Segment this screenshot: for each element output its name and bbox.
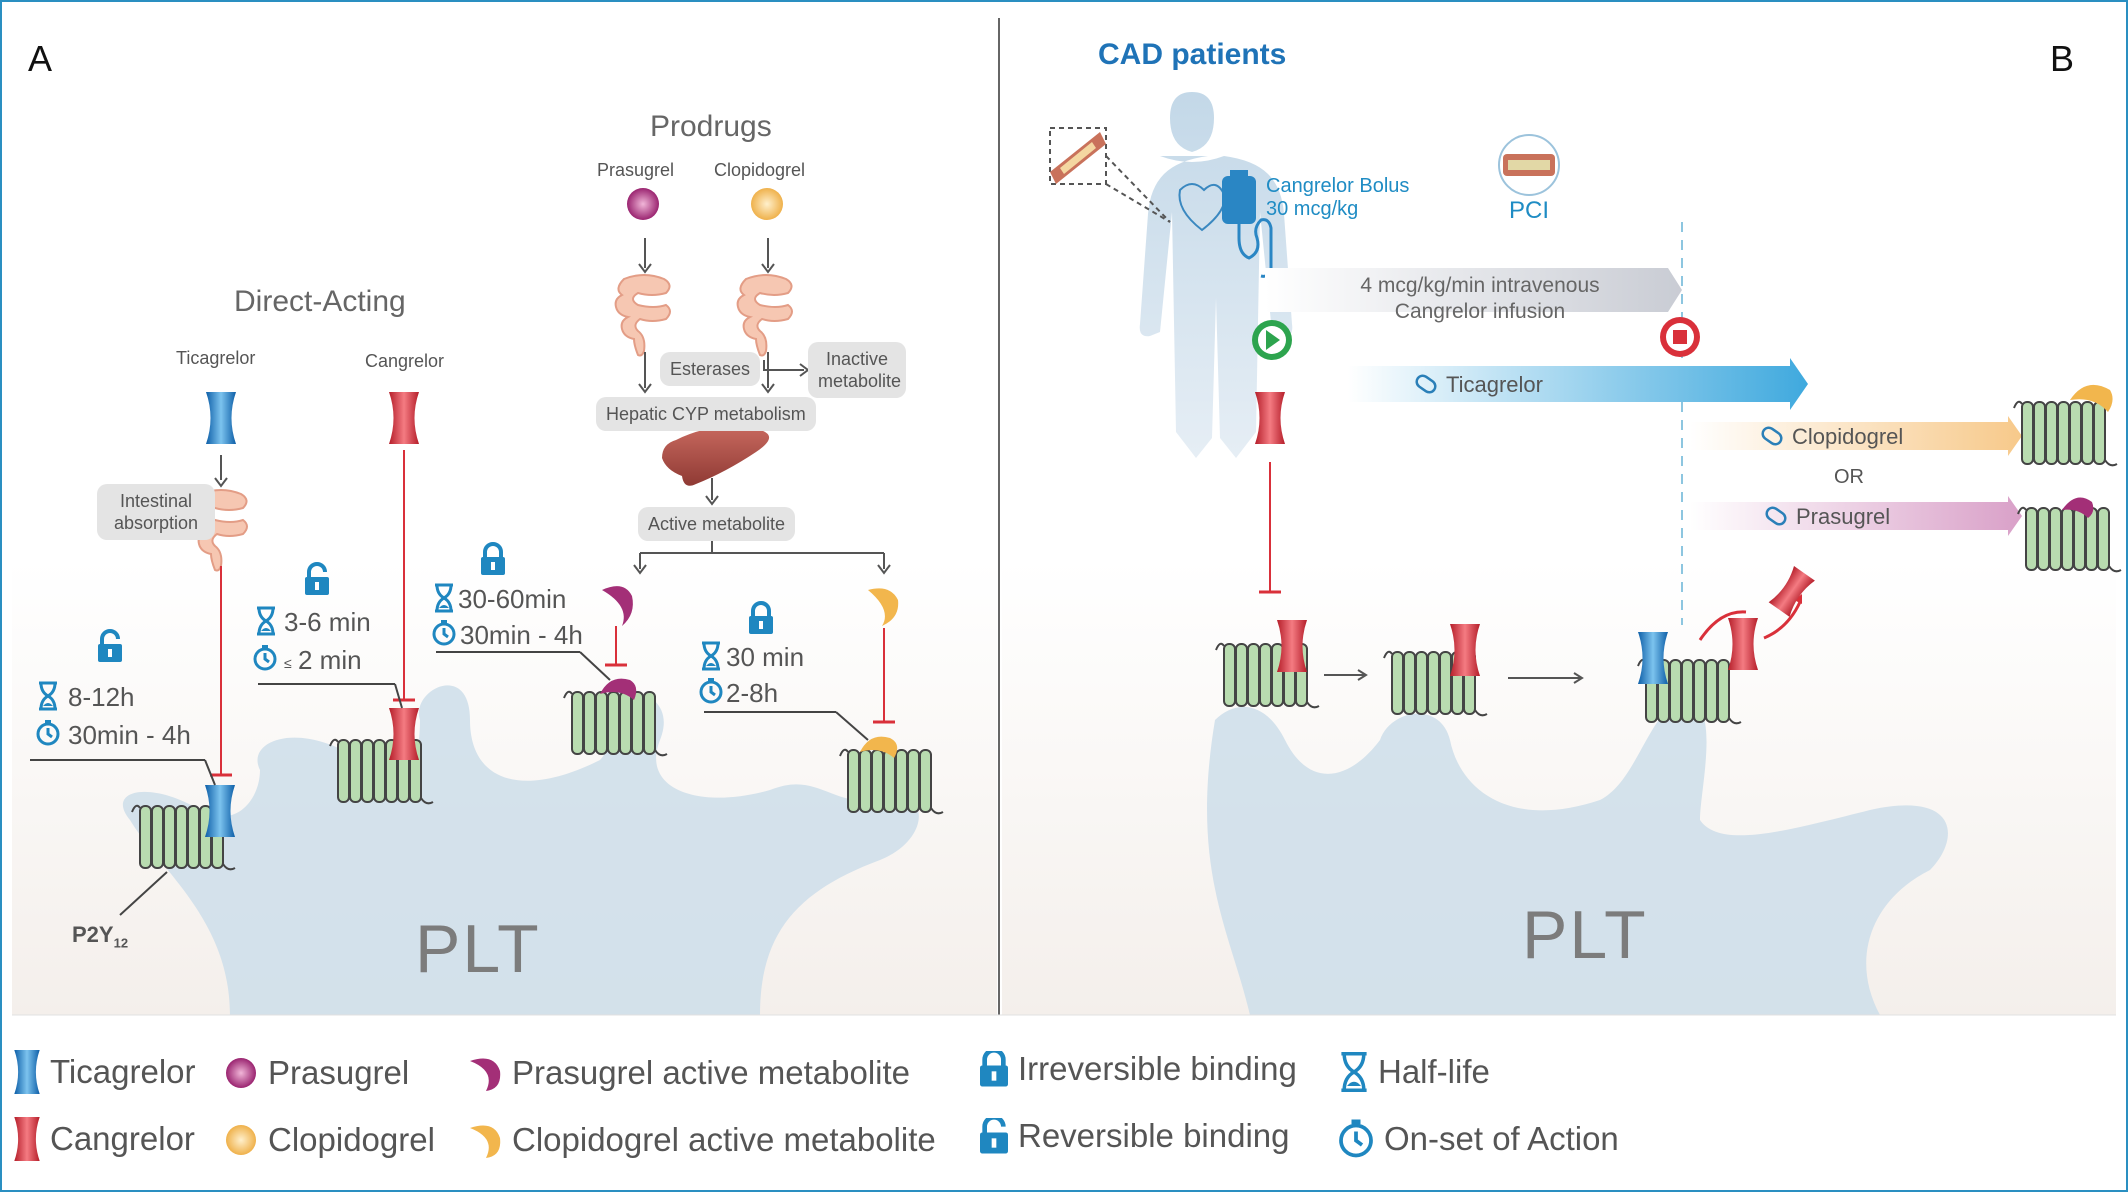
legend-onset: On-set of Action	[1338, 1119, 1619, 1159]
hepatic-cyp-pill: Hepatic CYP metabolism	[596, 397, 816, 431]
legend-ticagrelor-text: Ticagrelor	[50, 1053, 196, 1090]
cangrelor-bolus-label: Cangrelor Bolus 30 mcg/kg	[1266, 175, 1409, 221]
cangrelor-half-life: 3-6 min	[284, 607, 371, 637]
cangrelor-icon	[14, 1117, 40, 1161]
legend-clopidogrel: Clopidogrel	[224, 1121, 435, 1159]
prasugrel-arrow-label: Prasugrel	[1796, 504, 1891, 529]
prodrugs-title: Prodrugs	[650, 110, 772, 143]
lock-icon	[980, 1051, 1008, 1087]
legend-clopidogrel-metabolite-text: Clopidogrel active metabolite	[512, 1121, 936, 1158]
legend-ticagrelor: Ticagrelor	[14, 1050, 196, 1094]
ticagrelor-onset: 30min - 4h	[68, 720, 191, 750]
prasugrel-half-life: 30-60min	[458, 584, 567, 614]
esterases-pill: Esterases	[660, 352, 761, 386]
clopidogrel-metabolite-icon	[470, 1125, 501, 1158]
clopidogrel-icon	[226, 1125, 256, 1155]
legend-prasugrel-metabolite-text: Prasugrel active metabolite	[512, 1054, 911, 1091]
prasugrel-label: Prasugrel	[597, 160, 675, 180]
bolus-line-2: 30 mcg/kg	[1266, 198, 1359, 220]
or-label: OR	[1834, 466, 1864, 488]
legend-clopidogrel-text: Clopidogrel	[268, 1121, 435, 1158]
legend-reversible: Reversible binding	[980, 1117, 1290, 1155]
unlock-icon	[980, 1118, 1008, 1154]
legend-cangrelor: Cangrelor	[14, 1117, 195, 1161]
legend-prasugrel-text: Prasugrel	[268, 1054, 410, 1091]
panel-a-label: A	[28, 38, 53, 79]
pci-label: PCI	[1509, 197, 1550, 224]
active-metabolite-pill: Active metabolite	[638, 507, 796, 541]
bolus-line-1: Cangrelor Bolus	[1266, 175, 1410, 197]
clopidogrel-arrow-label: Clopidogrel	[1792, 424, 1904, 449]
intestinal-absorption-pill: Intestinal absorption	[97, 484, 215, 540]
legend-prasugrel: Prasugrel	[224, 1054, 409, 1092]
legend-half-life-text: Half-life	[1378, 1053, 1490, 1090]
cangrelor-onset-prefix: ≤	[284, 655, 292, 671]
legend-irreversible: Irreversible binding	[980, 1050, 1297, 1088]
legend-reversible-text: Reversible binding	[1018, 1117, 1290, 1154]
plt-label-b: PLT	[1522, 897, 1648, 973]
cangrelor-onset: 2 min	[298, 645, 362, 675]
infusion-line-1: 4 mcg/kg/min intravenous	[1360, 274, 1600, 297]
plt-label-a: PLT	[415, 911, 541, 987]
ticagrelor-half-life: 8-12h	[68, 682, 135, 712]
legend-clopidogrel-metabolite: Clopidogrel active metabolite	[466, 1121, 936, 1159]
stopwatch-icon	[1339, 1119, 1373, 1158]
clopidogrel-onset: 2-8h	[726, 678, 779, 708]
prasugrel-icon	[226, 1058, 256, 1088]
prasugrel-metabolite-icon	[470, 1058, 501, 1091]
clopidogrel-half-life: 30 min	[726, 642, 805, 672]
legend-half-life: Half-life	[1340, 1052, 1490, 1092]
cad-patients-title: CAD patients	[1098, 38, 1287, 71]
legend-onset-text: On-set of Action	[1384, 1120, 1619, 1157]
ticagrelor-arrow-label: Ticagrelor	[1446, 372, 1543, 397]
platelet-b	[1207, 700, 1948, 1015]
panel-b-label: B	[2050, 38, 2075, 79]
platelet-a	[122, 685, 919, 1015]
infusion-label: 4 mcg/kg/min intravenous Cangrelor infus…	[1300, 273, 1660, 325]
legend-cangrelor-text: Cangrelor	[50, 1120, 195, 1157]
p2y12-label: P2Y12	[72, 922, 129, 951]
prasugrel-onset: 30min - 4h	[460, 620, 583, 650]
clopidogrel-label: Clopidogrel	[714, 160, 806, 180]
legend-prasugrel-metabolite: Prasugrel active metabolite	[466, 1054, 910, 1092]
cangrelor-label: Cangrelor	[365, 351, 445, 371]
ticagrelor-icon	[14, 1050, 40, 1094]
inactive-metabolite-pill: Inactive metabolite	[808, 342, 906, 398]
legend-irreversible-text: Irreversible binding	[1018, 1050, 1297, 1087]
direct-acting-title: Direct-Acting	[234, 285, 406, 318]
ticagrelor-label: Ticagrelor	[176, 348, 256, 368]
hourglass-icon	[1341, 1052, 1367, 1092]
infusion-line-2: Cangrelor infusion	[1394, 300, 1566, 323]
